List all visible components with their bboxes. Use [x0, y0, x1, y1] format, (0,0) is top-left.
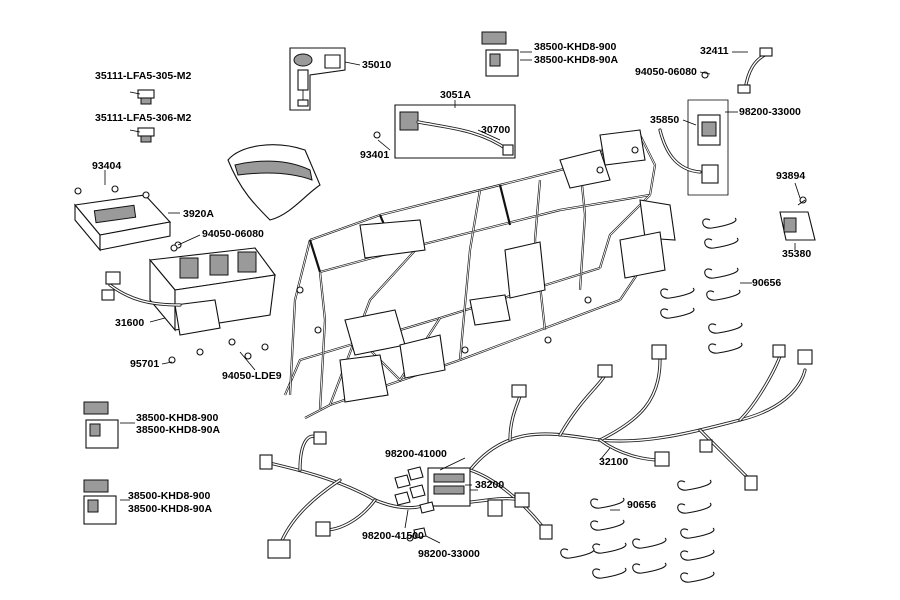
label-93894: 93894 — [776, 170, 806, 182]
label-31600: 31600 — [115, 317, 145, 329]
fuse-35111-306 — [137, 127, 155, 143]
cable-clips-90656-top — [660, 217, 743, 354]
label-38500-khd8-900-mid: 38500-KHD8-900 — [136, 412, 219, 424]
label-32100: 32100 — [599, 456, 629, 468]
label-38500-khd8-90a-mid: 38500-KHD8-90A — [136, 424, 221, 436]
label-95701: 95701 — [130, 358, 160, 370]
label-94050-06080-top: 94050-06080 — [635, 66, 697, 78]
connectors-98200 — [394, 466, 435, 539]
relay-38500-mid — [83, 401, 119, 449]
label-93404: 93404 — [92, 160, 122, 172]
label-30700: 30700 — [481, 124, 511, 136]
label-93401: 93401 — [360, 149, 390, 161]
main-frame — [283, 129, 676, 419]
label-38500-khd8-90a-top: 38500-KHD8-90A — [534, 54, 619, 66]
label-90656-top: 90656 — [752, 277, 782, 289]
label-38500-khd8-90a-bot: 38500-KHD8-90A — [128, 503, 213, 515]
label-94050-06080-mid: 94050-06080 — [202, 228, 264, 240]
label-35380: 35380 — [782, 248, 812, 260]
label-35010: 35010 — [362, 59, 392, 71]
leader-lines — [104, 51, 801, 544]
relay-38500-top — [481, 31, 519, 77]
label-98200-41500: 98200-41500 — [362, 530, 424, 542]
label-98200-33000-top: 98200-33000 — [739, 106, 801, 118]
ecu-module-3920A — [73, 185, 182, 252]
label-35111-lfa5-306-m2: 35111-LFA5-306-M2 — [95, 112, 192, 124]
bolts-cluster — [168, 71, 807, 542]
label-90656-bottom: 90656 — [627, 499, 657, 511]
fuse-35111-305 — [137, 89, 155, 105]
main-wire-harness — [259, 344, 813, 559]
cable-clips-90656-bottom — [560, 479, 715, 583]
sensor-35380 — [779, 199, 816, 241]
battery-bracket-31600 — [101, 247, 276, 336]
label-3920a: 3920A — [183, 208, 214, 220]
battery-cable-32411 — [737, 47, 773, 94]
relay-38500-bot — [83, 479, 117, 525]
label-32411: 32411 — [700, 45, 729, 57]
label-38500-khd8-900-bot: 38500-KHD8-900 — [128, 490, 211, 502]
meter-cover — [227, 144, 321, 221]
label-35850: 35850 — [650, 114, 680, 126]
ignition-switch-35010 — [289, 47, 346, 111]
starter-cable-3051A — [394, 104, 516, 159]
label-38500-khd8-900-top: 38500-KHD8-900 — [534, 41, 617, 53]
label-35111-lfa5-305-m2: 35111-LFA5-305-M2 — [95, 70, 192, 82]
label-98200-41000: 98200-41000 — [385, 448, 447, 460]
label-3051a: 3051A — [440, 89, 471, 101]
starter-relay-35850 — [658, 99, 729, 196]
label-98200-33000-bottom: 98200-33000 — [418, 548, 480, 560]
label-94050-lde9: 94050-LDE9 — [222, 370, 282, 382]
regulator-38200 — [427, 467, 478, 507]
label-38200: 38200 — [475, 479, 505, 491]
